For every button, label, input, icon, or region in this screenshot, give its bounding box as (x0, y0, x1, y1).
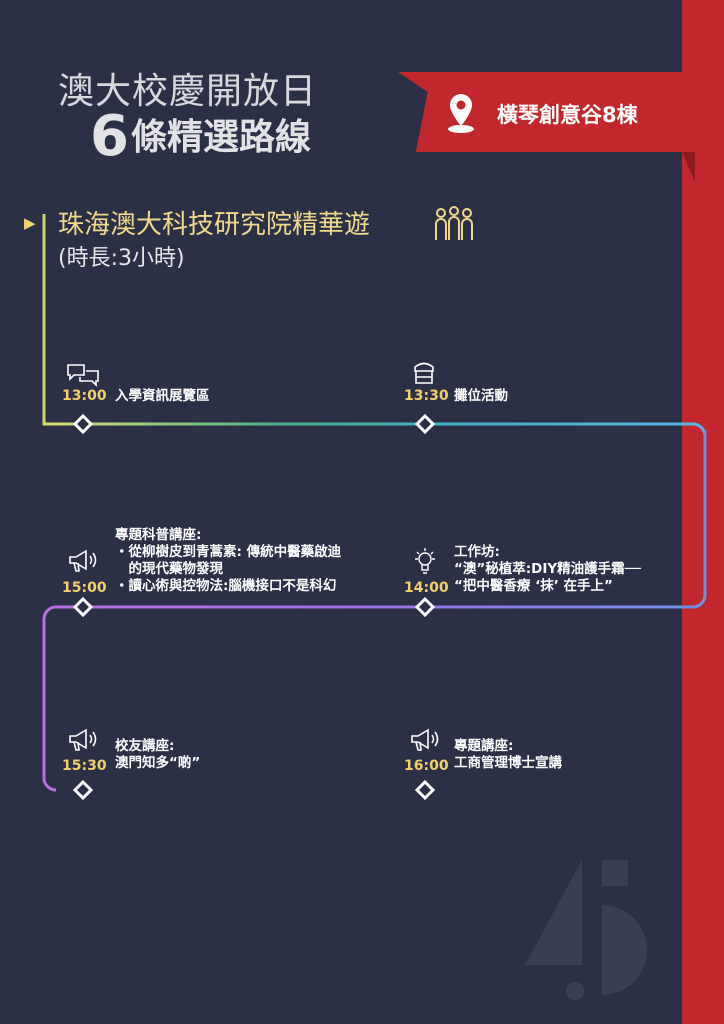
map-pin-icon (448, 94, 474, 133)
stop-label: 入學資訊展覽區 (115, 388, 210, 404)
stop-line: 的現代藥物發現 (115, 561, 223, 577)
stop-line: ・從柳樹皮到青蒿素: 傳統中醫藥啟迪 (115, 544, 342, 560)
stop-line: ・讀心術與控物法:腦機接口不是科幻 (115, 578, 337, 594)
megaphone-icon (69, 549, 97, 572)
stop-diamond (414, 596, 436, 618)
stop-time: 13:00 (62, 388, 107, 404)
stop-description: 專題科普講座: ・從柳樹皮到青蒿素: 傳統中醫藥啟迪 的現代藥物發現 ・讀心術與… (115, 527, 341, 595)
market-stall-icon (414, 362, 434, 384)
stop-diamond (72, 596, 94, 618)
red-side-stripe (682, 0, 724, 1024)
megaphone-icon (69, 728, 97, 751)
page-title: 澳大校慶開放日 (58, 71, 318, 112)
route-count: 6 (90, 104, 129, 169)
stop-line: “澳”秘植萃:DIY精油護手霜── (454, 561, 641, 577)
page-subtitle: 6條精選路線 (90, 104, 311, 169)
stop-description: 校友講座: 澳門知多“啲” (115, 738, 200, 772)
stop-time: 14:00 (404, 580, 449, 596)
stop-line: “把中醫香療 ‘抹’ 在手上” (454, 578, 613, 594)
lightbulb-icon (415, 548, 435, 574)
chat-bubbles-icon (67, 364, 99, 387)
stop-time: 15:00 (62, 580, 107, 596)
stop-diamond (414, 413, 436, 435)
route-duration: (時長:3小時) (58, 246, 185, 271)
stop-time: 16:00 (404, 758, 449, 774)
subtitle-text: 條精選路線 (130, 117, 311, 158)
stop-diamonds (72, 413, 436, 801)
stop-line: 工商管理博士宣講 (454, 755, 562, 771)
stop-label: 攤位活動 (454, 388, 508, 404)
route-title: 珠海澳大科技研究院精華遊 (58, 210, 371, 240)
anniversary-45-logo (525, 860, 647, 1000)
stop-diamond (414, 779, 436, 801)
location-label: 橫琴創意谷8棟 (497, 103, 638, 127)
stop-diamond (72, 779, 94, 801)
stop-time: 13:30 (404, 388, 449, 404)
stop-line: 校友講座: (115, 738, 175, 754)
stop-time: 15:30 (62, 758, 107, 774)
location-banner (398, 72, 695, 152)
stop-description: 工作坊: “澳”秘植萃:DIY精油護手霜── “把中醫香療 ‘抹’ 在手上” (454, 544, 641, 595)
stop-line: 工作坊: (454, 544, 500, 560)
megaphone-icon (411, 728, 439, 751)
stop-diamond (72, 413, 94, 435)
stop-line: 專題講座: (454, 738, 514, 754)
stop-line: 澳門知多“啲” (115, 755, 201, 771)
stop-description: 專題講座: 工商管理博士宣講 (454, 738, 562, 772)
route-marker-icon: ▶ (24, 214, 36, 232)
group-people-icon (435, 206, 473, 240)
stop-line: 專題科普講座: (115, 527, 202, 543)
